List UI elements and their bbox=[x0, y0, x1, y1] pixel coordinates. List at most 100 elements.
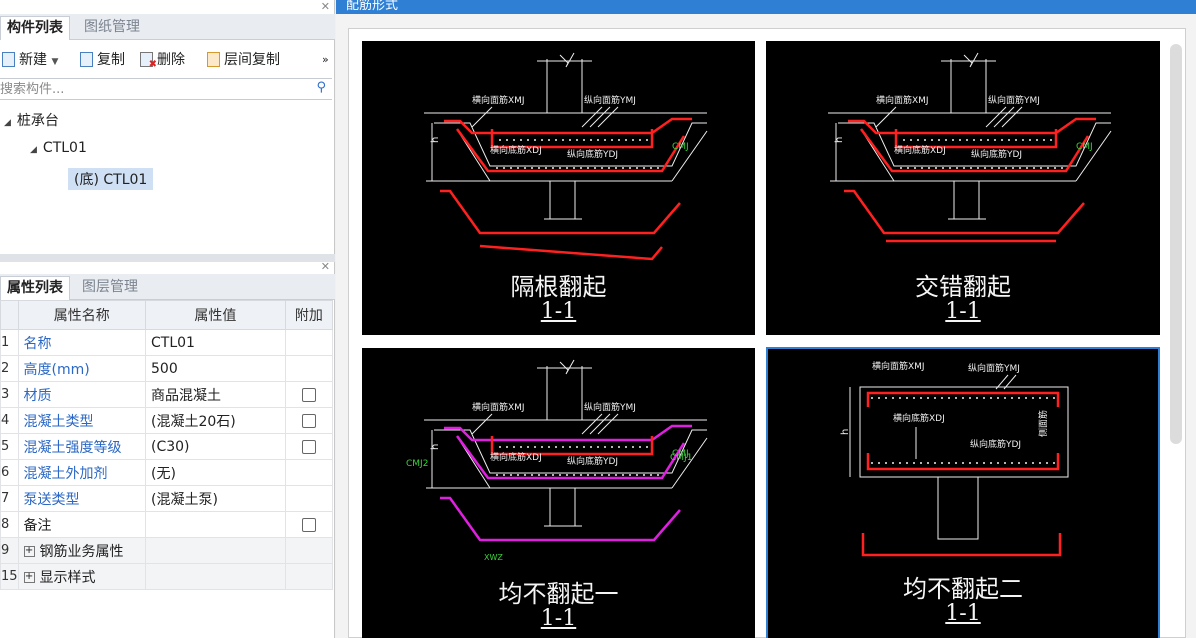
extra-checkbox[interactable] bbox=[301, 439, 316, 454]
more-tools-icon[interactable]: » bbox=[322, 53, 329, 66]
rebar-label-xwz: XWZ bbox=[484, 553, 503, 562]
property-value[interactable] bbox=[145, 563, 286, 590]
close-icon[interactable]: ✕ bbox=[320, 0, 330, 13]
caret-down-icon[interactable]: ◢ bbox=[30, 145, 37, 155]
row-number: 9 bbox=[0, 537, 19, 564]
property-name: + 显示样式 bbox=[17, 563, 147, 590]
row-number: 8 bbox=[0, 511, 19, 538]
rebar-label-vmj: 纵向面筋YMJ bbox=[584, 401, 636, 413]
tree-node-ctl01-bottom[interactable]: (底) CTL01 bbox=[68, 168, 154, 190]
table-header-row: 属性名称 属性值 附加 bbox=[0, 300, 334, 330]
property-name-text: 材质 bbox=[23, 387, 52, 404]
delete-button[interactable]: ✖删除 bbox=[140, 50, 185, 70]
property-value[interactable]: 商品混凝土 bbox=[145, 381, 286, 408]
extra-checkbox[interactable] bbox=[301, 413, 316, 428]
tree-node-pile-cap[interactable]: ◢桩承台 bbox=[4, 113, 59, 129]
property-value[interactable]: (混凝土20石) bbox=[145, 407, 286, 434]
new-button[interactable]: 新建 ▼ bbox=[2, 50, 58, 70]
rebar-label-cmj: CMJ bbox=[672, 449, 689, 459]
rebar-label-hmj: 横向面筋XMJ bbox=[876, 94, 929, 106]
close-icon[interactable]: ✕ bbox=[320, 260, 330, 273]
property-name-text: 钢筋业务属性 bbox=[39, 543, 124, 560]
dropdown-arrow-icon[interactable]: ▼ bbox=[51, 57, 59, 67]
extra-cell bbox=[284, 381, 334, 408]
property-value[interactable] bbox=[145, 537, 286, 564]
search-icon[interactable]: ⚲ bbox=[316, 80, 326, 95]
rebar-label-vdj: 纵向底筋YDJ bbox=[970, 438, 1021, 450]
row-number: 4 bbox=[0, 407, 19, 434]
extra-cell bbox=[284, 511, 334, 538]
row-number: 5 bbox=[0, 433, 19, 460]
component-tab-bar: 构件列表 图纸管理 bbox=[0, 14, 335, 40]
property-value[interactable]: 500 bbox=[145, 355, 286, 382]
property-name-text: 混凝土外加剂 bbox=[23, 465, 108, 482]
expand-icon[interactable]: + bbox=[23, 571, 35, 583]
expand-icon[interactable]: + bbox=[23, 545, 35, 557]
scrollbar-thumb[interactable] bbox=[1170, 44, 1182, 444]
tab-layer-management[interactable]: 图层管理 bbox=[82, 279, 138, 295]
rebar-label-vdj: 纵向底筋YDJ bbox=[971, 148, 1022, 160]
property-value[interactable]: CTL01 bbox=[145, 329, 286, 356]
header-property-value: 属性值 bbox=[145, 300, 286, 330]
rebar-label-hdj: 横向底筋XDJ bbox=[490, 451, 542, 463]
extra-checkbox[interactable] bbox=[301, 517, 316, 532]
rebar-label-vmj: 纵向面筋YMJ bbox=[584, 94, 636, 106]
property-name: + 钢筋业务属性 bbox=[17, 537, 147, 564]
tree-node-ctl01[interactable]: ◢CTL01 bbox=[30, 140, 87, 156]
property-name-text: 混凝土类型 bbox=[23, 413, 94, 430]
card-caption: 交错翻起 bbox=[915, 273, 1011, 301]
dim-label-h: h bbox=[834, 137, 845, 143]
caret-down-icon[interactable]: ◢ bbox=[4, 118, 11, 128]
extra-cell bbox=[284, 355, 334, 382]
property-name-text: 显示样式 bbox=[39, 569, 96, 586]
rebar-label-hdj: 横向底筋XDJ bbox=[894, 144, 946, 156]
dim-label-h: h bbox=[840, 429, 851, 435]
copy-button[interactable]: 复制 bbox=[80, 50, 125, 70]
card-section-label: 1-1 bbox=[945, 601, 981, 626]
tab-drawing-management[interactable]: 图纸管理 bbox=[84, 19, 140, 35]
extra-checkbox[interactable] bbox=[301, 387, 316, 402]
rebar-label-hmj: 横向面筋XMJ bbox=[872, 360, 925, 372]
property-value[interactable]: (无) bbox=[145, 459, 286, 486]
copy-icon bbox=[80, 52, 93, 67]
table-row[interactable]: 15+显示样式 bbox=[0, 563, 334, 590]
tab-component-list[interactable]: 构件列表 bbox=[0, 16, 70, 40]
property-name: 高度(mm) bbox=[17, 355, 147, 382]
header-num bbox=[0, 300, 19, 330]
property-value[interactable]: (C30) bbox=[145, 433, 286, 460]
property-value[interactable] bbox=[145, 511, 286, 538]
property-name-text: 备注 bbox=[23, 517, 52, 534]
dialog-title: 配筋形式 bbox=[346, 0, 399, 13]
search-box: ⚲ bbox=[0, 78, 332, 100]
rebar-label-cmj1: CMJ1 bbox=[670, 453, 692, 463]
property-name-text: 名称 bbox=[23, 335, 52, 352]
search-input[interactable] bbox=[0, 79, 300, 99]
row-number: 7 bbox=[0, 485, 19, 512]
floor-copy-button[interactable]: 层间复制 bbox=[207, 50, 280, 70]
property-value[interactable]: (混凝土泵) bbox=[145, 485, 286, 512]
rebar-label-hdj: 横向底筋XDJ bbox=[893, 412, 945, 424]
property-name: 混凝土外加剂 bbox=[17, 459, 147, 486]
extra-cell bbox=[284, 485, 334, 512]
card-caption: 均不翻起二 bbox=[903, 575, 1023, 603]
tab-property-list[interactable]: 属性列表 bbox=[0, 276, 70, 300]
rebar-label-side: 侧面筋 bbox=[1037, 410, 1049, 437]
panel-splitter[interactable] bbox=[0, 254, 335, 262]
table-row[interactable]: 9 + 钢筋业务属性 bbox=[0, 537, 334, 564]
vertical-scrollbar[interactable] bbox=[1170, 34, 1182, 638]
